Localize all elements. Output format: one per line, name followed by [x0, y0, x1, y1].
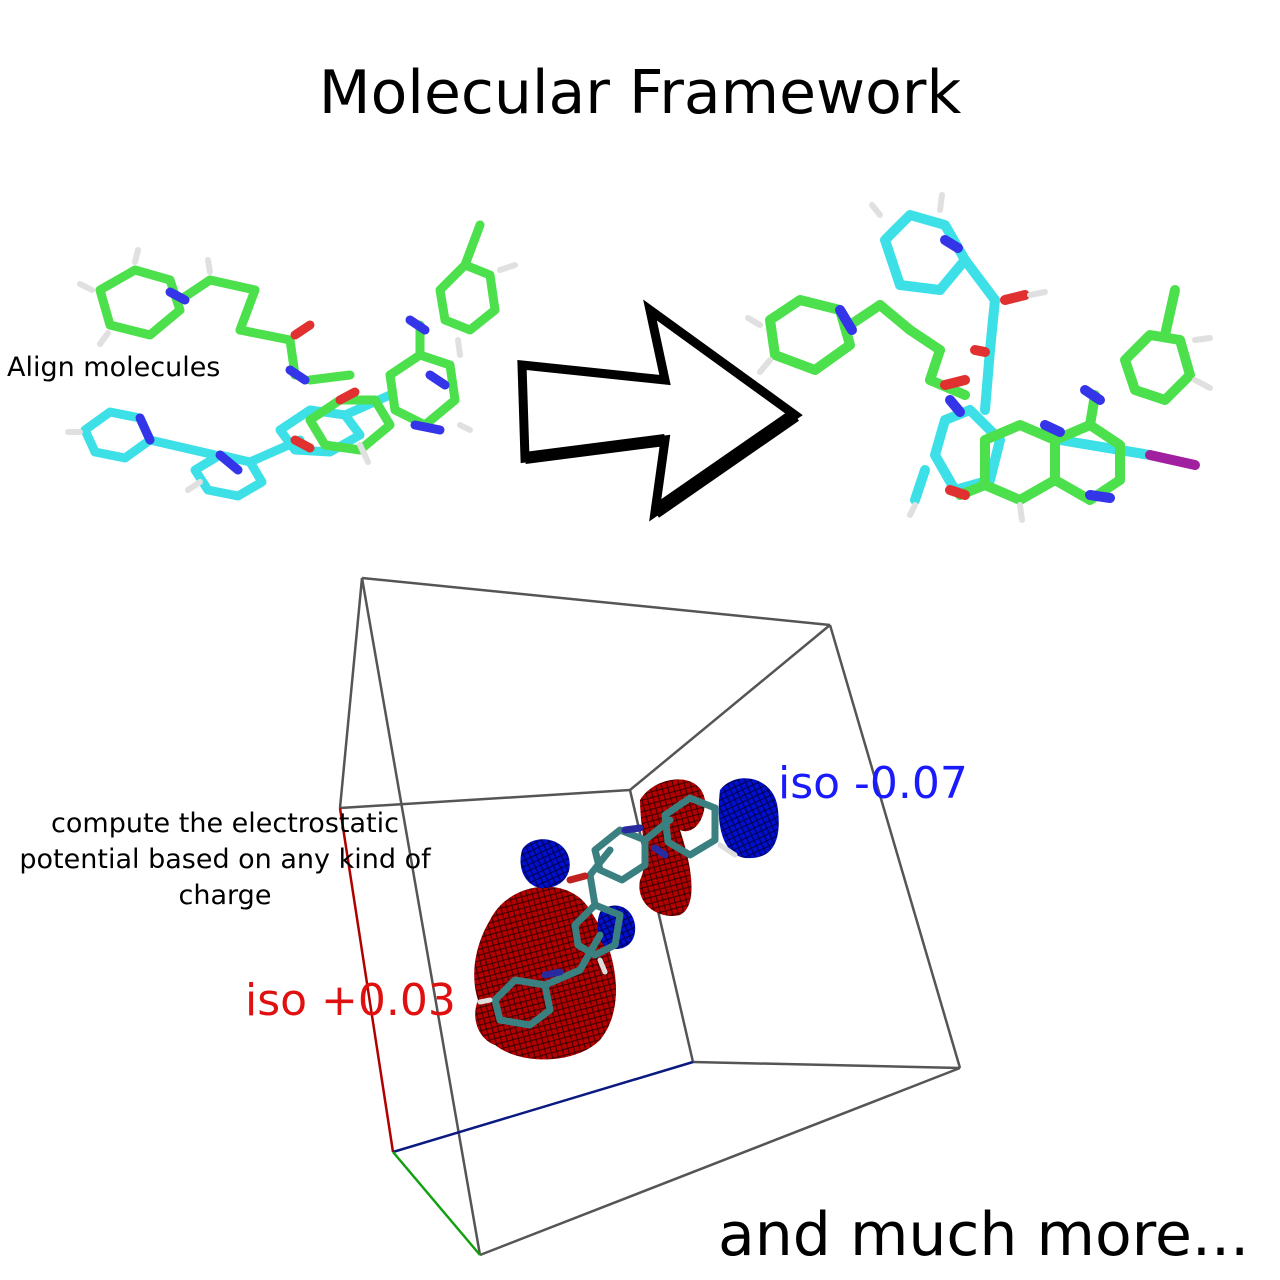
- electrostatic-potential-label: compute the electrostatic potential base…: [19, 808, 431, 911]
- iso-negative-label: iso -0.07: [778, 758, 968, 809]
- and-much-more-label: and much more...: [718, 1200, 1250, 1270]
- align-molecules-label: Align molecules: [7, 352, 221, 383]
- iso-positive-label: iso +0.03: [245, 975, 456, 1026]
- isosurface-negative: [520, 778, 779, 950]
- cyan-molecule-right: [880, 210, 1155, 505]
- unaligned-molecules: [65, 220, 518, 501]
- aligned-molecules: [745, 192, 1213, 523]
- page-title: Molecular Framework: [318, 58, 962, 128]
- arrow-icon: [517, 299, 803, 522]
- grid-bounding-box: [338, 576, 962, 1257]
- green-molecule-right: [765, 285, 1195, 505]
- esp-molecule: [477, 794, 738, 1029]
